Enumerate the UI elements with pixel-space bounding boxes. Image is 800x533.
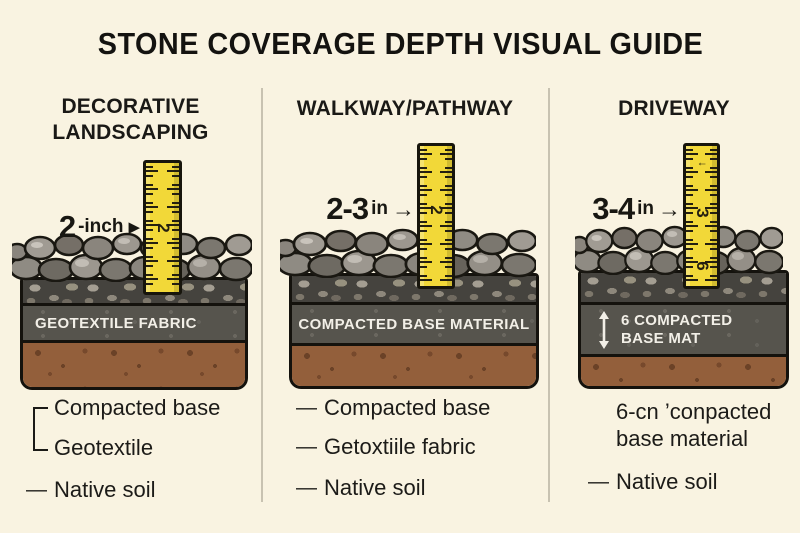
ruler-ticks: [686, 149, 698, 283]
legend-dash: —: [26, 478, 47, 501]
arrow-right-icon: ▶: [128, 219, 140, 236]
legend-item: 6-cn ’conpacted base material: [616, 399, 772, 451]
arrow-right-icon: →: [392, 195, 415, 222]
measurement-label: 2-3 in →: [326, 191, 415, 226]
soil-layer: [292, 346, 536, 386]
arrow-right-icon: →: [658, 195, 681, 222]
base-band: GEOTEXTILE FABRIC: [23, 303, 245, 343]
ruler: ↑ 3 6: [683, 143, 720, 289]
panel-title: DRIVEWAY: [618, 97, 730, 120]
soil-layer: [23, 343, 245, 387]
ruler-ticks: [440, 149, 452, 283]
ruler-number: 2: [153, 222, 173, 233]
legend-item: Geotextile: [54, 435, 154, 460]
legend-item: — Getoxtiile fabric: [296, 434, 476, 459]
cross-section: COMPACTED BASE MATERIAL: [289, 273, 539, 389]
band-label: 6 COMPACTED BASE MAT: [621, 311, 733, 347]
legend-item: — Native soil: [296, 475, 426, 500]
depth-arrow-icon: [599, 310, 609, 349]
legend-item: — Compacted base: [296, 395, 491, 420]
panel-walkway-pathway: WALKWAY/PATHWAY COMPACTED BASE MATERIAL …: [262, 88, 548, 518]
page-title: STONE COVERAGE DEPTH VISUAL GUIDE: [97, 26, 703, 61]
band-label: COMPACTED BASE MATERIAL: [298, 315, 530, 333]
ruler-ticks: [146, 166, 158, 289]
base-band: COMPACTED BASE MATERIAL: [292, 302, 536, 346]
stone-layer-illustration: [280, 228, 536, 278]
ruler: 2: [143, 160, 182, 295]
ruler-number: 3: [692, 208, 712, 218]
legend-dash: —: [588, 470, 609, 493]
ruler-number: 6: [692, 261, 712, 272]
panel-title: WALKWAY/PATHWAY: [296, 97, 514, 120]
legend-dash: —: [296, 476, 317, 499]
gravel-layer: [292, 276, 536, 302]
ruler-ticks: [167, 166, 179, 289]
stone-layer-illustration: [575, 225, 783, 275]
legend-bracket: [33, 407, 48, 451]
ruler-number: 2: [427, 205, 446, 216]
base-band: 6 COMPACTED BASE MAT: [581, 302, 786, 357]
legend-item: Compacted base: [54, 395, 221, 420]
measurement-label: 3-4 in →: [592, 191, 681, 226]
ruler-ticks: [705, 149, 717, 283]
panel-divider: [548, 88, 550, 502]
legend-item: — Native soil: [588, 469, 718, 494]
cross-section: GEOTEXTILE FABRIC: [20, 277, 248, 390]
panel-divider: [261, 88, 263, 502]
panel-title: DECORATIVE LANDSCAPING: [52, 95, 209, 144]
ruler: 2: [417, 143, 455, 289]
legend-dash: —: [296, 435, 317, 458]
panel-driveway: DRIVEWAY 6 COMPACTED BASE MAT: [548, 88, 800, 518]
measurement-label: 2 -inch ▶: [58, 209, 140, 244]
band-label: GEOTEXTILE FABRIC: [35, 314, 197, 332]
legend-item: — Native soil: [26, 477, 156, 502]
panel-decorative-landscaping: DECORATIVE LANDSCAPING GEOTEXTILE FABRIC…: [0, 88, 261, 518]
ruler-top-arrow-icon: ↑: [695, 161, 708, 167]
gravel-layer: [581, 273, 786, 302]
gravel-layer: [23, 280, 245, 303]
ruler-ticks: [420, 149, 432, 283]
soil-layer: [581, 357, 786, 386]
legend-dash: —: [296, 396, 317, 419]
